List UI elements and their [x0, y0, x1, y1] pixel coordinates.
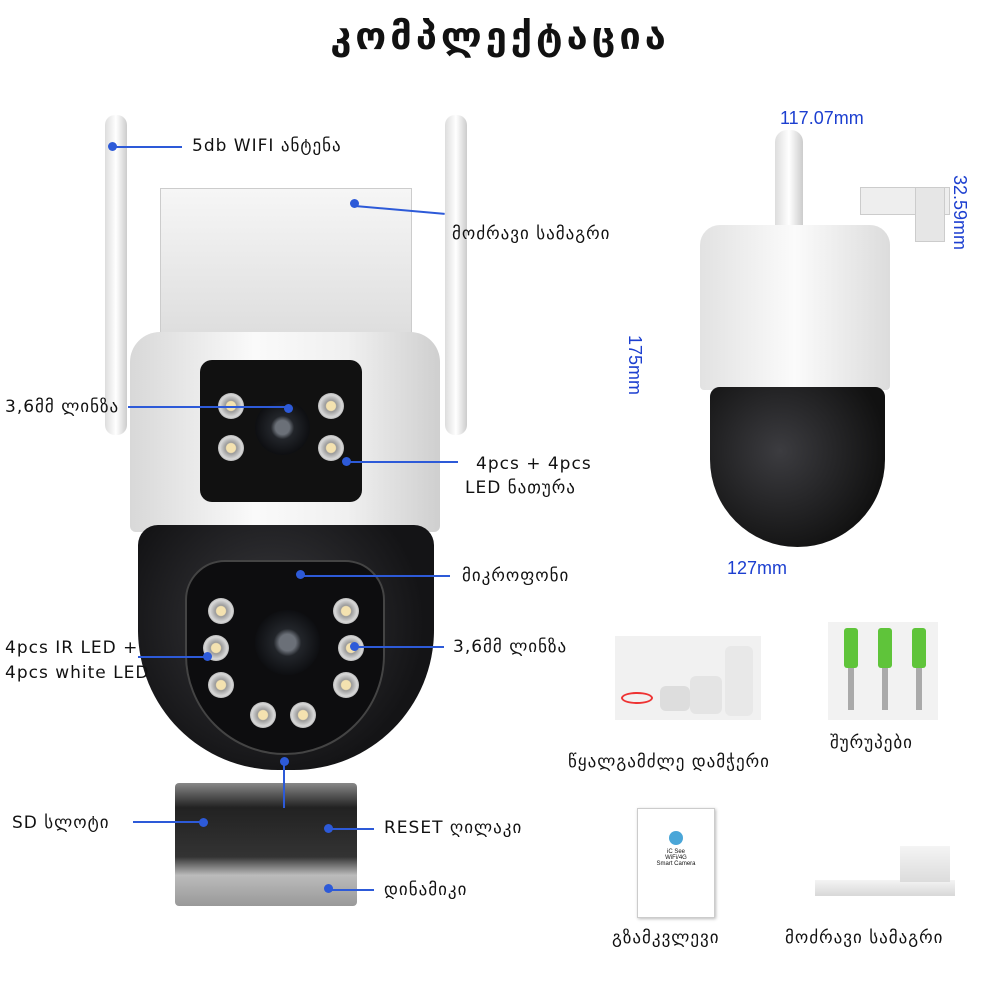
- dim-width-bottom: 127mm: [727, 558, 788, 578]
- screws-image: [828, 622, 938, 720]
- label-reset: RESET ღილაკი: [384, 818, 523, 838]
- manual-text: Smart Camera: [656, 861, 696, 867]
- bracket-image: [815, 880, 955, 896]
- label-manual: გზამკვლევი: [612, 928, 720, 948]
- label-ir-1: 4pcs IR LED +: [5, 638, 139, 658]
- marker-dot: [324, 884, 333, 893]
- dim-width-top: 117.07mm: [780, 108, 864, 128]
- marker-dot: [296, 570, 305, 579]
- leader-line: [138, 656, 208, 658]
- led: [250, 702, 276, 728]
- leader-line: [300, 575, 450, 577]
- leader-line: [328, 889, 374, 891]
- label-antenna: 5db WIFI ანტენა: [192, 136, 342, 156]
- o-ring: [621, 692, 653, 704]
- label-screws: შურუპები: [830, 733, 913, 753]
- label-bracket: მოძრავი სამაგრი: [452, 224, 611, 244]
- led: [290, 702, 316, 728]
- dim-height: 175mm: [625, 335, 645, 396]
- led: [333, 598, 359, 624]
- side-view-camera: [675, 125, 955, 565]
- seal-part: [660, 686, 690, 711]
- leader-line: [328, 828, 374, 830]
- label-lens-bottom: 3,6მმ ლინზა: [453, 637, 568, 657]
- side-lower-housing: [710, 387, 885, 547]
- wall-plug: [878, 628, 892, 668]
- screw: [916, 668, 922, 710]
- leader-line: [283, 760, 285, 808]
- label-led-2: LED ნათურა: [465, 478, 576, 498]
- led: [218, 435, 244, 461]
- marker-dot: [203, 652, 212, 661]
- screw: [848, 668, 854, 710]
- dim-depth: 32.59mm: [950, 175, 970, 251]
- side-upper-housing: [700, 225, 890, 390]
- manual-logo: [669, 831, 683, 845]
- label-ir-2: 4pcs white LED: [5, 663, 150, 683]
- leader-line: [133, 821, 203, 823]
- lens-top: [255, 400, 310, 455]
- marker-dot: [284, 404, 293, 413]
- manual-image: iC See WiFi/4G Smart Camera: [637, 808, 715, 918]
- seal-part: [725, 646, 753, 716]
- antenna-left: [105, 115, 127, 435]
- label-speaker: დინამიკი: [384, 880, 468, 900]
- main-camera: [100, 110, 480, 770]
- side-bracket-arm: [915, 187, 945, 242]
- label-led-1: 4pcs + 4pcs: [476, 454, 592, 474]
- leader-line: [128, 406, 288, 408]
- led: [208, 598, 234, 624]
- led: [333, 672, 359, 698]
- manual-text: iC See: [666, 849, 685, 855]
- led: [208, 672, 234, 698]
- label-sd-slot: SD სლოტი: [12, 813, 110, 833]
- antenna-right: [445, 115, 467, 435]
- page-title: კომპლექტაცია: [330, 14, 670, 58]
- screw: [882, 668, 888, 710]
- waterproof-kit-image: [615, 636, 761, 720]
- led: [318, 435, 344, 461]
- marker-dot: [199, 818, 208, 827]
- label-bracket-accessory: მოძრავი სამაგრი: [785, 928, 944, 948]
- mount-bracket: [160, 188, 412, 333]
- lens-bottom: [255, 610, 320, 675]
- manual-text: WiFi/4G: [665, 855, 687, 861]
- marker-dot: [350, 199, 359, 208]
- label-waterproof: წყალგამძლე დამჭერი: [568, 752, 770, 772]
- bracket-image-arm: [900, 846, 950, 882]
- leader-line: [346, 461, 458, 463]
- seal-part: [690, 676, 722, 714]
- wall-plug: [844, 628, 858, 668]
- leader-line: [354, 646, 444, 648]
- leader-line: [112, 146, 182, 148]
- wall-plug: [912, 628, 926, 668]
- label-lens-top: 3,6მმ ლინზა: [5, 397, 120, 417]
- label-microphone: მიკროფონი: [462, 566, 570, 586]
- led: [318, 393, 344, 419]
